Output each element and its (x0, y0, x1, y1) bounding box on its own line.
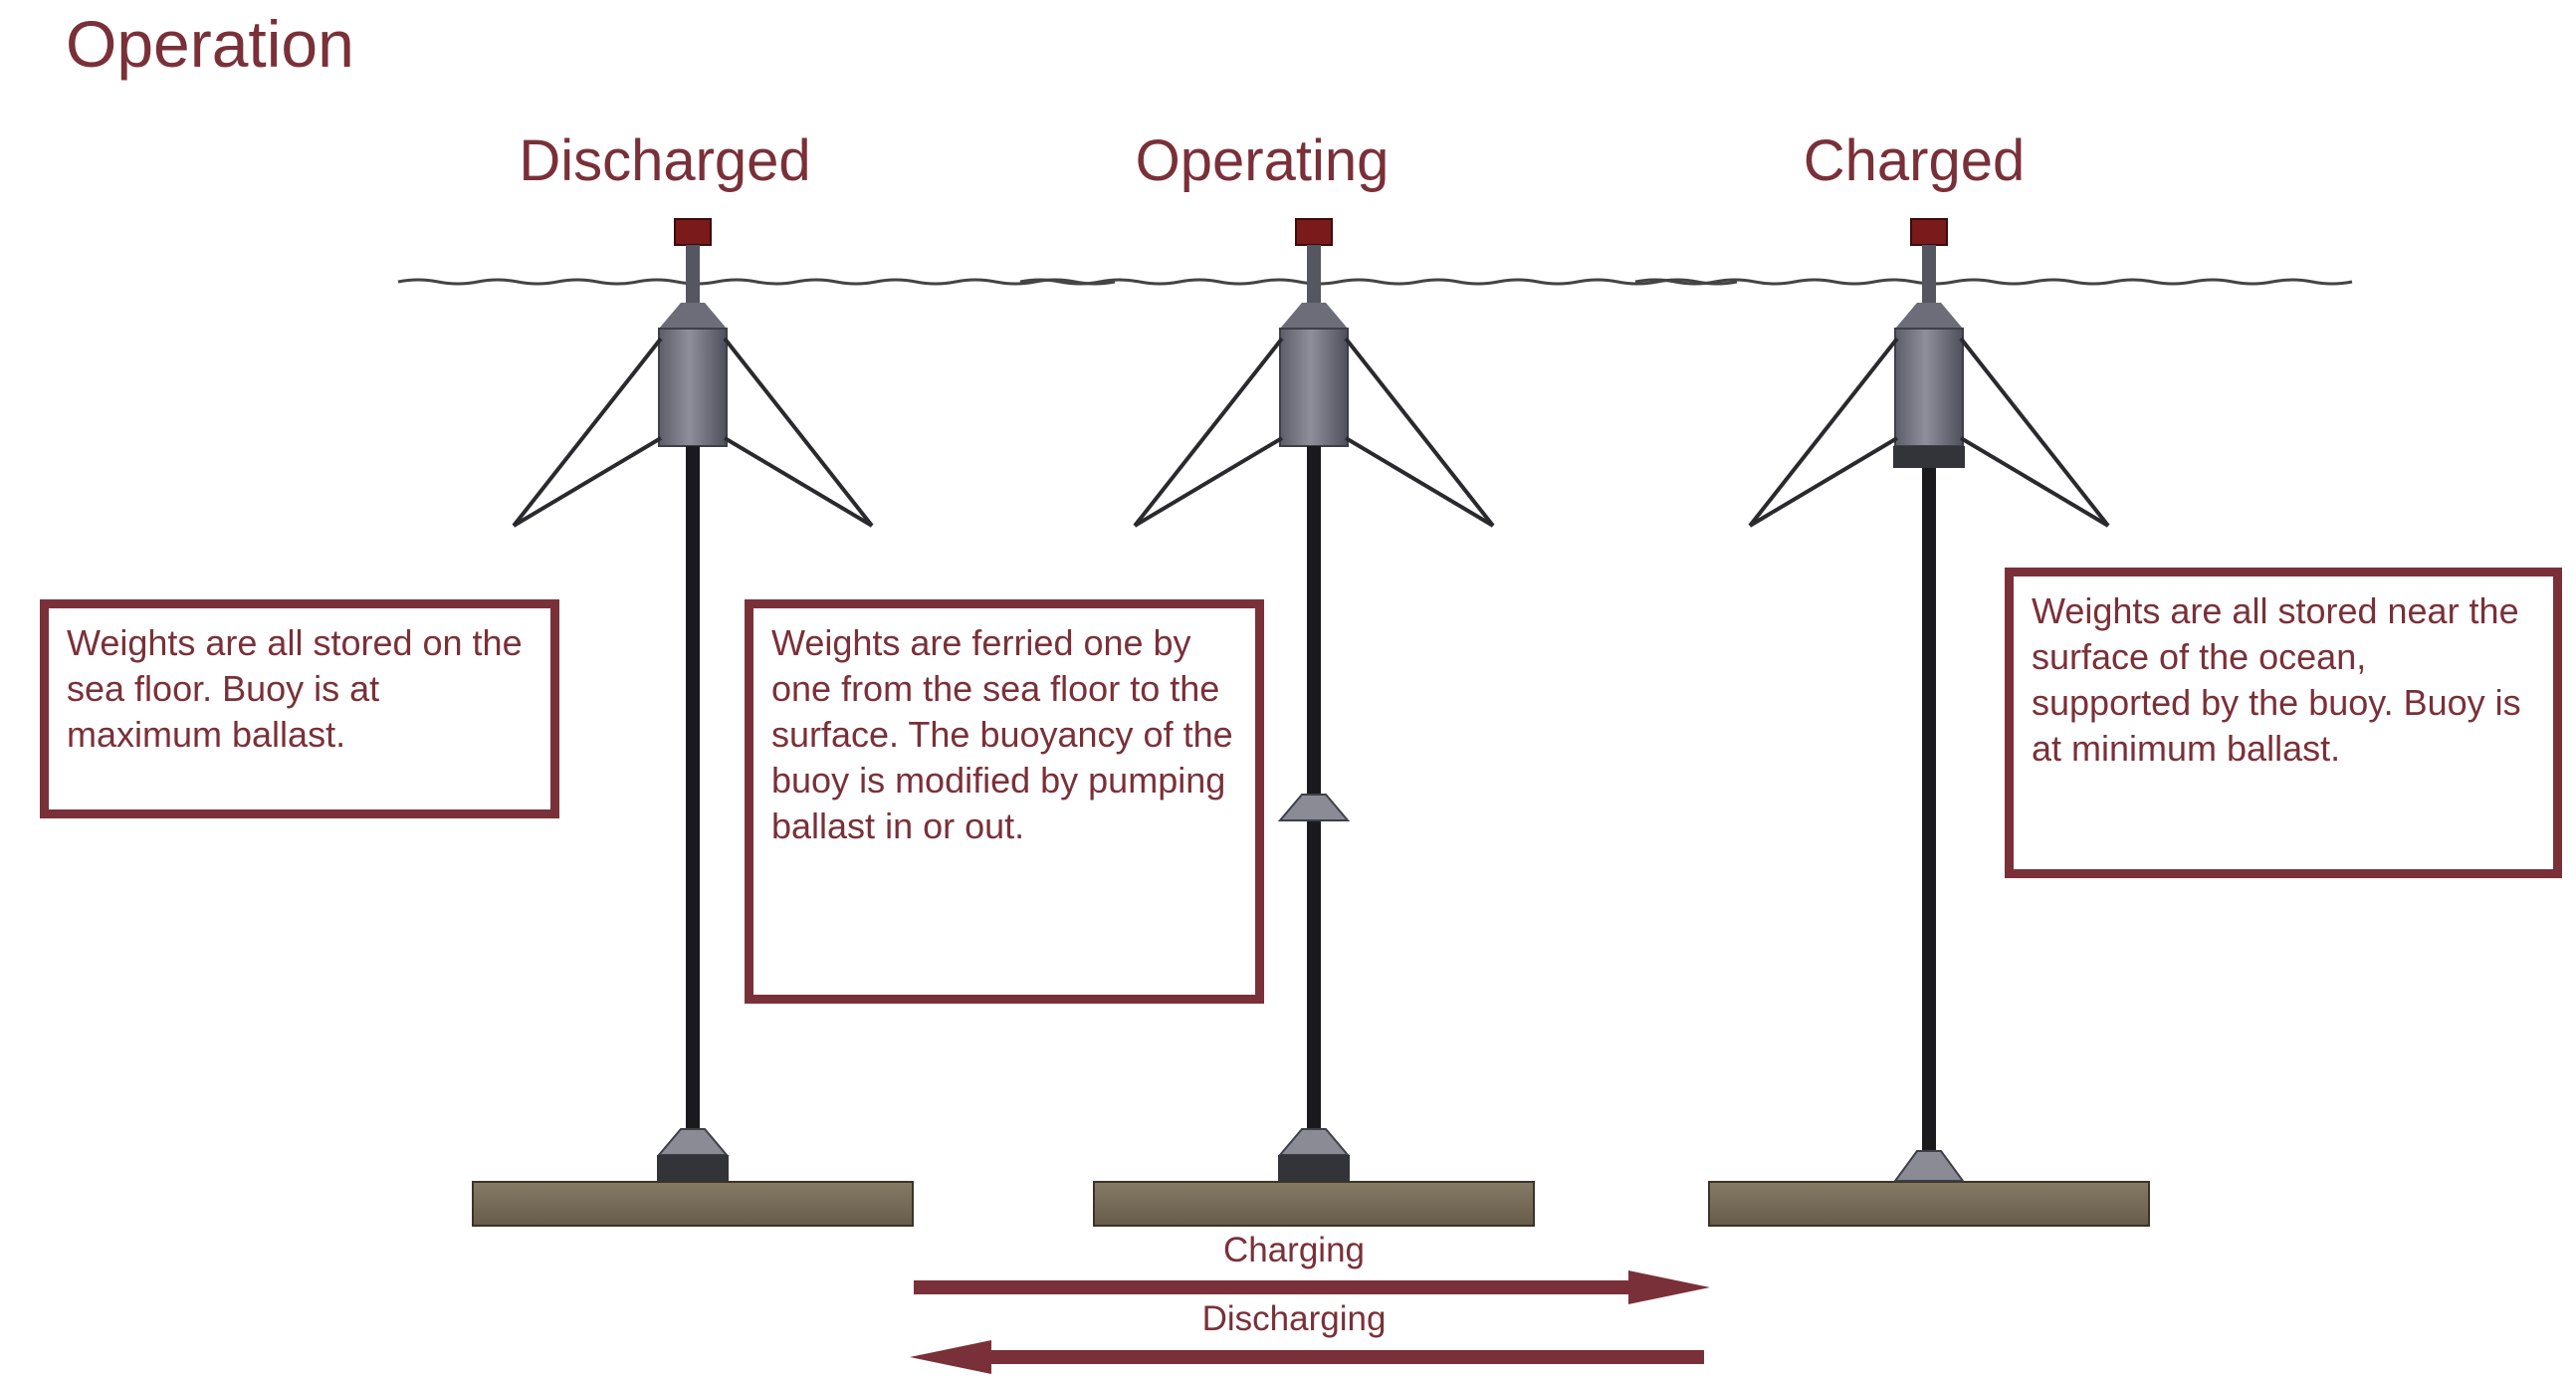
seabed-block (1708, 1181, 2150, 1227)
mooring-strut-right (1344, 436, 1495, 528)
buoy-hull (1279, 328, 1349, 447)
mooring-strut-left (1748, 436, 1899, 528)
weight-stack-top (1893, 446, 1965, 468)
charging-arrow (914, 1270, 1710, 1304)
mooring-strut-left (1133, 436, 1284, 528)
mooring-leg-right (723, 337, 874, 528)
state-label-charged: Charged (1803, 128, 2026, 193)
water-surface-line (1634, 278, 2353, 286)
description-box-operating: Weights are ferried one by one from the … (745, 599, 1264, 1004)
signal-cap (1910, 218, 1948, 246)
mooring-leg-right (1344, 337, 1495, 528)
state-label-discharged: Discharged (519, 128, 811, 193)
mooring-strut-right (723, 436, 874, 528)
mast (1307, 245, 1321, 303)
mooring-strut-right (1959, 436, 2110, 528)
seabed-block (472, 1181, 914, 1227)
seabed-block (1093, 1181, 1535, 1227)
buoy-assembly-discharged (397, 218, 1116, 1227)
description-box-discharged: Weights are all stored on the sea floor.… (40, 599, 559, 818)
discharging-label: Discharging (1201, 1299, 1387, 1338)
description-text: Weights are ferried one by one from the … (771, 622, 1233, 846)
weight-stack-bottom (1277, 1128, 1351, 1156)
mast (686, 245, 700, 303)
buoy-assembly-operating (1019, 218, 1738, 1227)
mooring-leg-left (1133, 337, 1284, 528)
mooring-leg-left (512, 337, 663, 528)
buoy-cone-top (1280, 303, 1348, 329)
support-rod (1307, 446, 1321, 1129)
buoy-hull (1894, 328, 1964, 447)
signal-cap (1295, 218, 1333, 246)
state-label-operating: Operating (1135, 128, 1390, 193)
buoy-hull (658, 328, 728, 447)
discharging-arrow (910, 1340, 1704, 1374)
weight-stack-bottom (656, 1128, 730, 1156)
mooring-leg-left (1748, 337, 1899, 528)
buoy-cone-top (1895, 303, 1963, 329)
support-rod (686, 446, 700, 1129)
ferried-weight (1277, 794, 1351, 821)
mast (1922, 245, 1936, 303)
buoy-assembly-charged (1634, 218, 2353, 1227)
description-box-charged: Weights are all stored near the surface … (2005, 568, 2562, 878)
weight-stack-bottom (657, 1155, 729, 1181)
water-surface-line (397, 278, 1116, 286)
signal-cap (674, 218, 712, 246)
buoy-cone-top (659, 303, 727, 329)
charging-label: Charging (1222, 1231, 1366, 1269)
weight-stack-bottom (1278, 1155, 1350, 1181)
mooring-leg-right (1959, 337, 2110, 528)
page-title: Operation (66, 7, 354, 81)
description-text: Weights are all stored on the sea floor.… (67, 622, 523, 755)
support-rod (1922, 468, 1936, 1151)
description-text: Weights are all stored near the surface … (2032, 590, 2521, 769)
water-surface-line (1019, 278, 1738, 286)
anchor-foot (1893, 1150, 1965, 1182)
mooring-strut-left (512, 436, 663, 528)
